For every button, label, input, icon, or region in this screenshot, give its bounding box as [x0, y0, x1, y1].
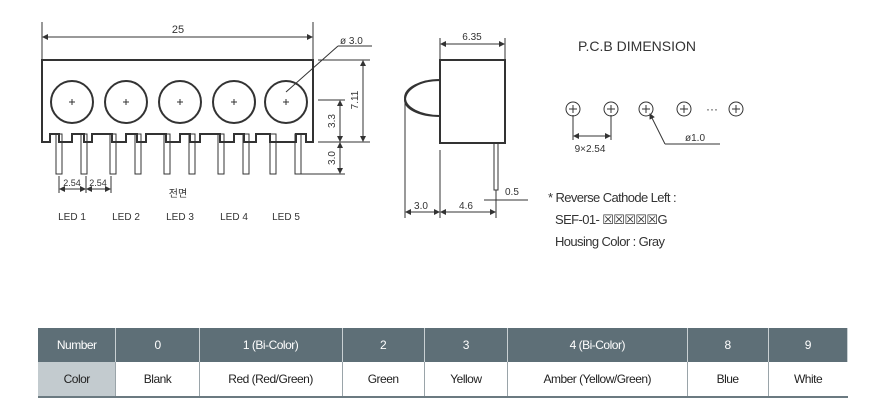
color-cell: Blue	[687, 362, 769, 398]
pin	[109, 133, 117, 175]
color-cell: White	[768, 362, 848, 398]
number-cell: 4 (Bi-Color)	[507, 328, 688, 362]
height-dim: 7.11	[350, 90, 361, 109]
pin	[134, 133, 142, 175]
side-pin	[493, 142, 499, 191]
center-mark-icon	[231, 99, 237, 105]
pcb-hole	[728, 101, 744, 117]
side-view: 6.35 3.0 4.6 0.5	[403, 32, 528, 218]
center-mark-icon	[732, 105, 740, 113]
ellipsis: ···	[706, 102, 718, 116]
side-body	[439, 59, 506, 144]
row-label: Color	[38, 362, 117, 398]
center-mark-icon	[642, 105, 650, 113]
color-cell: Amber (Yellow/Green)	[507, 362, 688, 398]
pitch-dim: 9×2.54	[575, 144, 606, 155]
pin	[217, 133, 225, 175]
depth-dim: 6.35	[462, 32, 482, 43]
pin-dim: 0.5	[505, 187, 519, 198]
center-mark-icon	[569, 105, 577, 113]
number-cell: 9	[768, 328, 849, 362]
lens-dim: ø 3.0	[340, 36, 363, 47]
pcb-title: P.C.B DIMENSION	[578, 38, 696, 54]
pin	[242, 133, 250, 175]
number-cell: 0	[115, 328, 200, 362]
pcb-dimension: P.C.B DIMENSION ··· 9×2.54 ø1.0	[565, 38, 744, 155]
pin	[294, 133, 302, 175]
front-view: 25 ø 3.0 7.11 3.3 3.0 2.54 2.54 전면 LED 1…	[41, 22, 372, 223]
pin	[269, 133, 277, 175]
center-mark-icon	[680, 105, 688, 113]
lens-dome	[403, 78, 441, 118]
technical-drawing: 25 ø 3.0 7.11 3.3 3.0 2.54 2.54 전면 LED 1…	[41, 22, 744, 249]
led-label: LED 2	[112, 212, 140, 223]
pin	[163, 133, 171, 175]
led-label: LED 1	[58, 212, 86, 223]
number-cell: 8	[687, 328, 769, 362]
pin	[80, 133, 88, 175]
header-label: Number	[38, 328, 117, 362]
led-label: LED 5	[272, 212, 300, 223]
pitch-dim: 2.54	[89, 178, 107, 188]
pin	[188, 133, 196, 175]
pitch-dim: 2.54	[63, 178, 81, 188]
pin	[55, 133, 63, 175]
notes: * Reverse Cathode Left : SEF-01- ☒☒☒☒☒G …	[548, 190, 677, 249]
color-cell: Red (Red/Green)	[199, 362, 343, 398]
center-mark-icon	[607, 105, 615, 113]
hole-dim: ø1.0	[685, 133, 705, 144]
color-cell: Yellow	[424, 362, 509, 398]
color-cell: Green	[342, 362, 425, 398]
center-mark-icon	[177, 99, 183, 105]
pin-offset-dim: 4.6	[459, 201, 473, 212]
pcb-hole	[676, 101, 692, 117]
pin-length-dim: 3.0	[327, 151, 338, 165]
number-cell: 2	[342, 328, 425, 362]
led-label: LED 3	[166, 212, 194, 223]
center-dim: 3.3	[327, 114, 338, 128]
note-line: * Reverse Cathode Left :	[548, 190, 676, 205]
lens-offset-dim: 3.0	[414, 201, 428, 212]
number-cell: 3	[424, 328, 509, 362]
led-label: LED 4	[220, 212, 248, 223]
center-mark-icon	[69, 99, 75, 105]
note-line: SEF-01- ☒☒☒☒☒G	[555, 212, 667, 227]
pcb-hole	[638, 101, 654, 117]
note-line: Housing Color : Gray	[555, 234, 665, 249]
center-mark-icon	[283, 99, 289, 105]
center-mark-icon	[123, 99, 129, 105]
width-dim: 25	[172, 24, 184, 36]
number-cell: 1 (Bi-Color)	[199, 328, 343, 362]
view-label: 전면	[169, 188, 187, 200]
color-cell: Blank	[115, 362, 200, 398]
